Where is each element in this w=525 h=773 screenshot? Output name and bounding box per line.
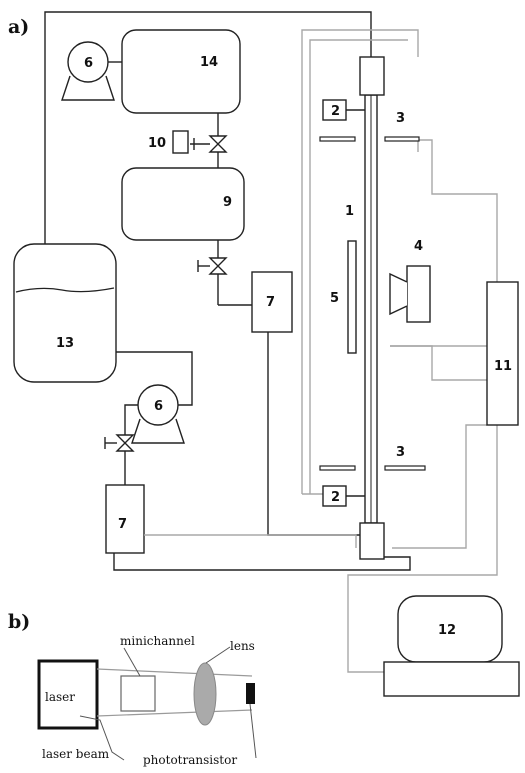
sensor-top-label: 2 bbox=[331, 104, 340, 119]
heater-bottom-label: 3 bbox=[396, 445, 405, 460]
tank-9: 9 bbox=[121, 167, 245, 241]
panel-b-label: b) bbox=[8, 611, 30, 633]
vessel-14-label: 14 bbox=[200, 55, 218, 70]
light-source-5: 5 bbox=[330, 240, 357, 354]
camera-4-label: 4 bbox=[414, 239, 423, 254]
computer-12-label: 12 bbox=[438, 623, 456, 638]
light-source-5-label: 5 bbox=[330, 291, 339, 306]
laser-label: laser bbox=[45, 690, 75, 704]
valve-10-label: 10 bbox=[148, 136, 166, 151]
pressure-sensor-bottom: 2 bbox=[322, 485, 365, 507]
tank-9-label: 9 bbox=[223, 195, 232, 210]
valve-10: 10 bbox=[148, 113, 228, 168]
reservoir-13: 13 bbox=[13, 243, 117, 383]
pressure-sensor-top: 2 bbox=[322, 99, 365, 121]
signal-wiring bbox=[144, 29, 498, 673]
minichannel-optical bbox=[120, 675, 156, 712]
unit-7-mid-label: 7 bbox=[266, 295, 275, 310]
heater-bottom: 3 bbox=[319, 445, 426, 471]
panel-a-label: a) bbox=[8, 16, 29, 38]
vessel-14: 14 bbox=[121, 29, 241, 114]
minichannel-1-label: 1 bbox=[345, 204, 354, 219]
unit-7-mid: 7 bbox=[251, 271, 293, 333]
phototransistor bbox=[246, 683, 255, 704]
heater-top-label: 3 bbox=[396, 111, 405, 126]
controller-11: 11 bbox=[486, 281, 519, 426]
controller-11-label: 11 bbox=[494, 359, 512, 374]
laser: laser bbox=[37, 659, 99, 730]
lens bbox=[193, 662, 217, 726]
minichannel-optical-label: minichannel bbox=[120, 634, 195, 648]
computer-12: 12 bbox=[383, 595, 520, 697]
pump-bottom-label: 6 bbox=[154, 399, 163, 414]
laser-beam bbox=[96, 668, 253, 717]
minichannel-1: 1 bbox=[345, 56, 385, 560]
phototransistor-label: phototransistor bbox=[143, 753, 237, 767]
unit-7-low-label: 7 bbox=[118, 517, 127, 532]
laser-beam-label: laser beam bbox=[42, 747, 110, 761]
vacuum-pump-top: 6 bbox=[61, 41, 122, 101]
lens-label: lens bbox=[230, 639, 255, 653]
pump-top-label: 6 bbox=[84, 56, 93, 71]
valve-pump-outlet bbox=[104, 434, 135, 452]
sensor-bottom-label: 2 bbox=[331, 490, 340, 505]
reservoir-13-label: 13 bbox=[56, 336, 74, 351]
heater-top: 3 bbox=[319, 111, 420, 142]
camera-4: 4 bbox=[389, 239, 431, 323]
unit-7-low: 7 bbox=[105, 484, 145, 554]
valve-lower bbox=[197, 240, 252, 306]
circulation-pump-bottom: 6 bbox=[131, 384, 185, 444]
callout-lines bbox=[79, 646, 257, 761]
